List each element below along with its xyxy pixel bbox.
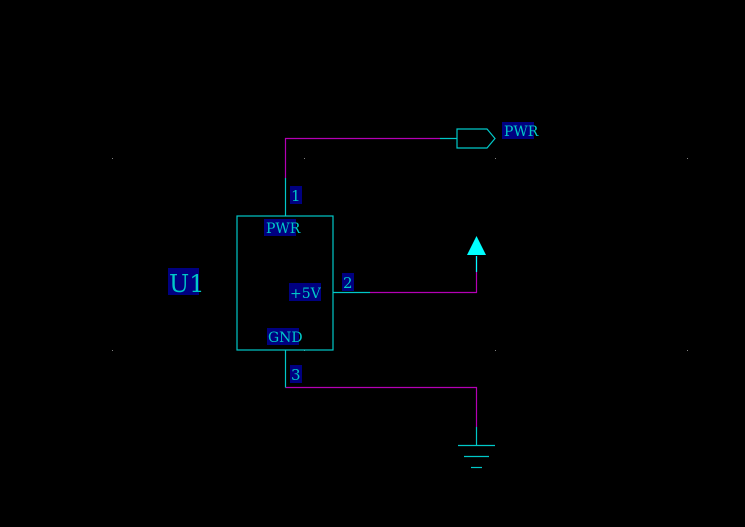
grid-dot — [112, 158, 113, 159]
designator-bg — [168, 268, 199, 295]
pin-3-number: 3 — [291, 366, 301, 384]
grid-dot — [687, 350, 688, 351]
pin-1-number: 1 — [291, 187, 301, 205]
port-arrow-icon[interactable] — [456, 128, 496, 149]
grid-dot — [112, 350, 113, 351]
ground-symbol[interactable] — [458, 427, 495, 469]
pin-2-number: 2 — [343, 274, 353, 292]
pin-name-bg — [264, 219, 296, 236]
pin-number-bg — [290, 186, 302, 204]
pin-2-name: +5V — [290, 286, 322, 302]
component-u1[interactable]: U1 1 2 3 PWR +5V GND — [168, 178, 370, 388]
port-label[interactable]: PWR — [504, 124, 539, 140]
grid-dot — [687, 158, 688, 159]
grid-dot — [304, 158, 305, 159]
pin-number-bg — [342, 273, 354, 291]
power-symbol[interactable] — [467, 236, 486, 272]
pin-name-bg — [267, 328, 299, 345]
wire-pwr-net[interactable] — [284, 137, 441, 179]
net-port-pwr[interactable]: PWR — [440, 122, 539, 149]
pin-1-name: PWR — [266, 221, 301, 237]
power-arrow-up-icon[interactable] — [467, 236, 486, 255]
pin-number-bg — [290, 365, 302, 383]
grid-dot — [495, 350, 496, 351]
pin-3-name: GND — [268, 330, 303, 346]
wire-gnd-net[interactable] — [285, 386, 478, 428]
grid-dot — [495, 158, 496, 159]
pin-name-bg — [289, 283, 321, 301]
designator-label[interactable]: U1 — [169, 270, 205, 298]
port-label-bg — [502, 122, 534, 139]
